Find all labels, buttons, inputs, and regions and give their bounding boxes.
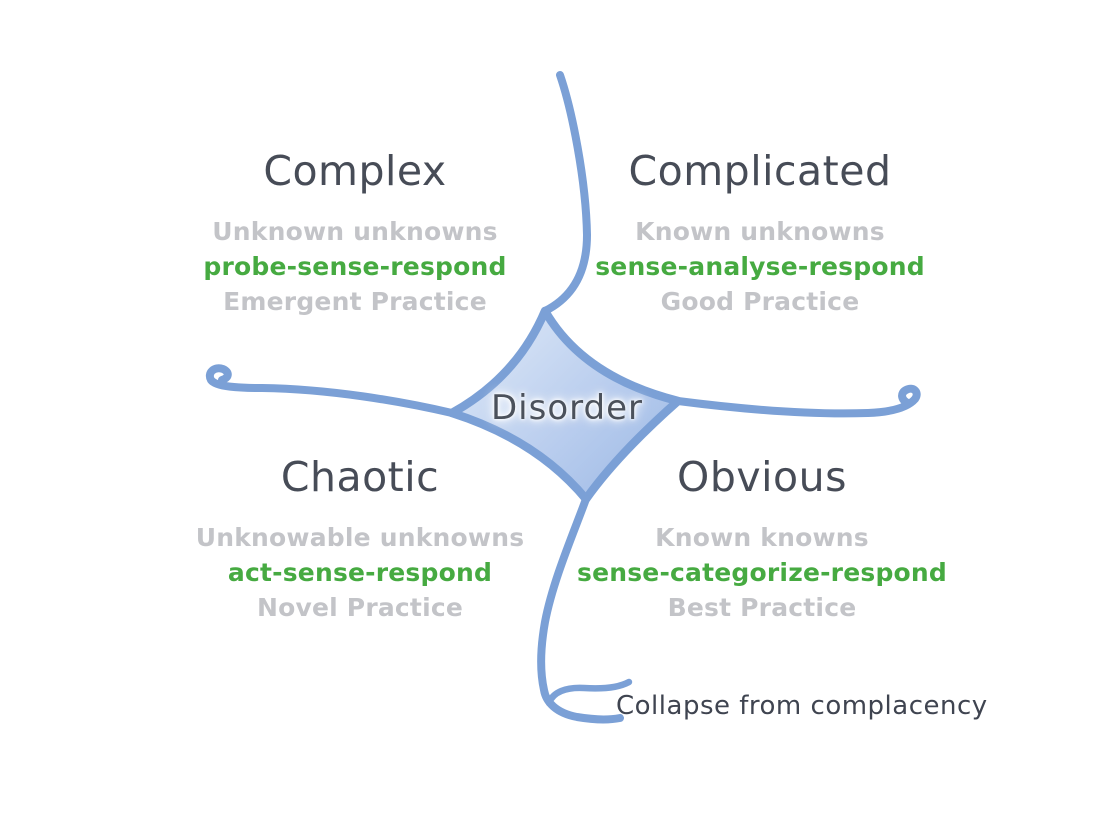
quadrant-obvious: Obvious Known knowns sense-categorize-re… <box>552 454 972 625</box>
complicated-approach-label: sense-analyse-respond <box>595 252 925 281</box>
top-boundary-curve <box>541 71 592 315</box>
quadrant-chaotic-title: Chaotic <box>280 453 440 501</box>
quadrant-complicated: Complicated Known unknowns sense-analyse… <box>550 148 970 319</box>
complex-approach-label: probe-sense-respond <box>203 252 507 281</box>
quadrant-obvious-title: Obvious <box>677 453 847 501</box>
quadrant-complex: Complex Unknown unknowns probe-sense-res… <box>145 148 565 319</box>
quadrant-complex-title: Complex <box>263 147 447 195</box>
cliff-fold-lip-curve <box>545 678 633 707</box>
right-boundary-curve <box>674 384 921 418</box>
chaotic-approach-label: act-sense-respond <box>227 558 493 587</box>
obvious-knowns-label: Known knowns <box>655 523 869 552</box>
chaotic-knowns-label: Unknowable unknowns <box>195 523 525 552</box>
obvious-approach-label: sense-categorize-respond <box>576 558 948 587</box>
complex-knowns-label: Unknown unknowns <box>212 217 498 246</box>
quadrant-chaotic: Chaotic Unknowable unknowns act-sense-re… <box>150 454 570 625</box>
obvious-practice-label: Best Practice <box>667 593 857 622</box>
complicated-knowns-label: Known unknowns <box>635 217 885 246</box>
collapse-annotation: Collapse from complacency <box>616 691 988 721</box>
bottom-boundary-curve <box>537 495 624 724</box>
chaotic-practice-label: Novel Practice <box>256 593 464 622</box>
complex-practice-label: Emergent Practice <box>223 287 487 316</box>
disorder-label: Disorder <box>490 388 643 428</box>
left-boundary-curve <box>205 364 456 417</box>
quadrant-complicated-title: Complicated <box>628 147 892 195</box>
complicated-practice-label: Good Practice <box>660 287 860 316</box>
